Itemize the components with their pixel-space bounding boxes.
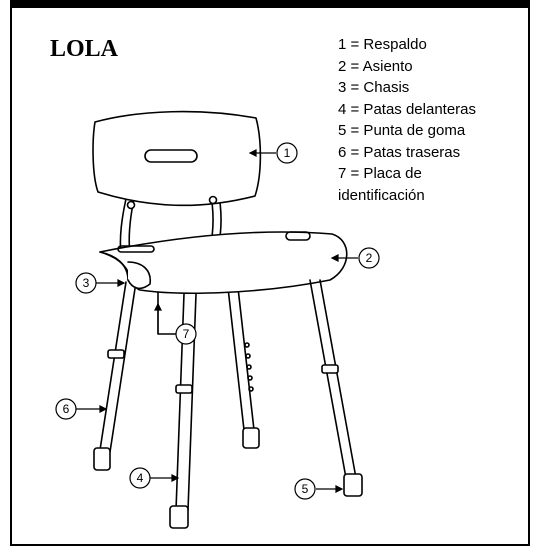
callout-circle-1 bbox=[276, 142, 298, 164]
back-screw-right bbox=[208, 195, 218, 205]
rear-left-collar bbox=[107, 349, 125, 359]
callout-circle-2 bbox=[358, 247, 380, 269]
arrow-1 bbox=[248, 149, 257, 157]
front-left-collar bbox=[175, 384, 193, 394]
rear-left-tip bbox=[93, 447, 111, 471]
legend-item-5: 5 = Punta de goma bbox=[338, 122, 466, 139]
adjust-hole-3 bbox=[246, 364, 252, 370]
callout-circle-6 bbox=[55, 398, 77, 420]
front-leg-right-edge bbox=[319, 279, 357, 479]
backrest bbox=[92, 110, 262, 207]
callout-circle-5 bbox=[294, 478, 316, 500]
arrow-3 bbox=[117, 279, 126, 287]
back-screw-left bbox=[126, 200, 136, 210]
arrow-7 bbox=[154, 302, 162, 311]
callout-label-1: 1 bbox=[284, 146, 291, 160]
arrow-5 bbox=[335, 485, 344, 493]
callout-label-7: 7 bbox=[183, 327, 190, 341]
front-right-tip bbox=[343, 473, 363, 497]
callout-label-2: 2 bbox=[366, 251, 373, 265]
backrest-handle-slot bbox=[144, 149, 198, 163]
front-leg-right bbox=[309, 279, 347, 479]
parts-legend: 1 = Respaldo 2 = Asiento 3 = Chasis 4 = … bbox=[338, 34, 528, 214]
top-border-bar bbox=[10, 0, 530, 6]
callout-circle-7 bbox=[175, 323, 197, 345]
legend-item-3: 3 = Chasis bbox=[338, 79, 410, 96]
adjust-hole-2 bbox=[245, 353, 251, 359]
rear-right-tip bbox=[242, 427, 260, 449]
adjust-hole-1 bbox=[244, 342, 250, 348]
seat-front-edge bbox=[99, 251, 129, 281]
legend-item-2: 2 = Asiento bbox=[338, 57, 413, 75]
rear-leg-right bbox=[225, 269, 245, 431]
callout-circle-4 bbox=[129, 467, 151, 489]
rear-leg-left-edge bbox=[109, 281, 137, 453]
product-title: LOLA bbox=[50, 36, 119, 62]
legend-item-7-cont: identificación bbox=[338, 186, 425, 204]
legend-item-1: 1 = Respaldo bbox=[338, 36, 427, 53]
arrow-4 bbox=[171, 474, 180, 482]
legend-item-7: 7 = Placa de bbox=[338, 165, 422, 182]
callout-label-6: 6 bbox=[63, 402, 70, 416]
callout-circle-3 bbox=[75, 272, 97, 294]
callout-label-5: 5 bbox=[302, 482, 309, 496]
callout-label-4: 4 bbox=[137, 471, 144, 485]
legend-item-4: 4 = Patas delanteras bbox=[338, 100, 477, 118]
arrow-6 bbox=[99, 405, 108, 413]
adjust-hole-4 bbox=[247, 375, 253, 381]
seat-handle-left bbox=[117, 245, 155, 253]
label-plate-pointer bbox=[157, 291, 177, 335]
chassis-bracket bbox=[127, 261, 152, 290]
legend-item-6: 6 = Patas traseras bbox=[338, 143, 461, 161]
front-left-tip bbox=[169, 505, 189, 529]
rear-leg-left bbox=[99, 281, 127, 451]
seat-handle-right bbox=[285, 231, 311, 241]
arrow-2 bbox=[330, 254, 339, 262]
front-right-collar bbox=[321, 364, 339, 374]
callout-label-3: 3 bbox=[83, 276, 90, 290]
rear-leg-right-edge bbox=[235, 269, 255, 431]
adjust-hole-5 bbox=[248, 386, 254, 392]
